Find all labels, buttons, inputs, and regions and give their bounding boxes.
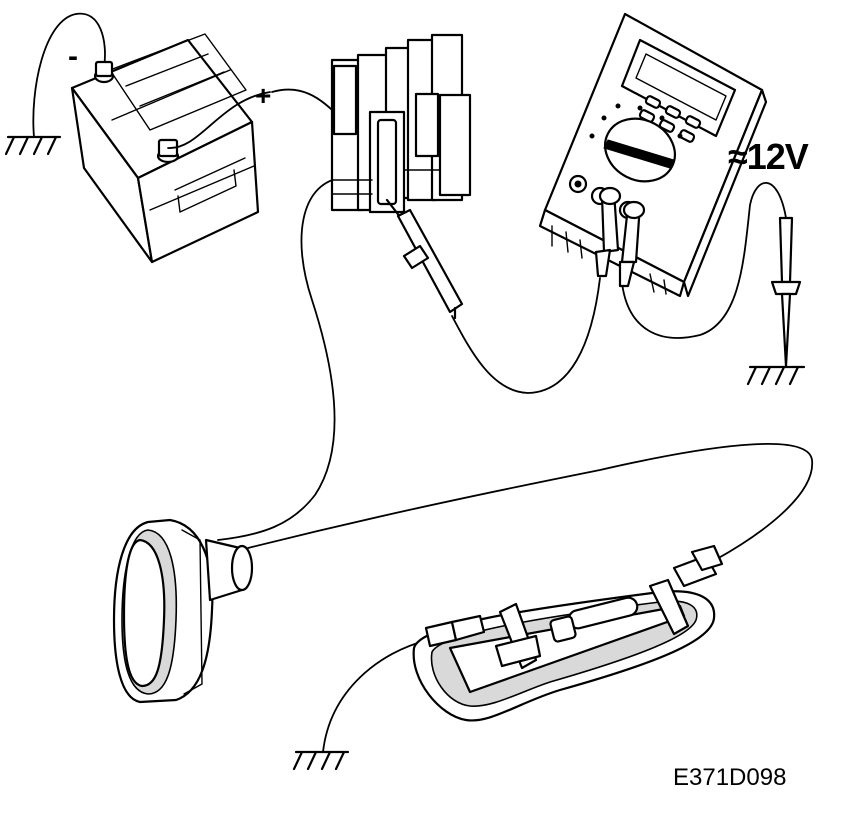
ground-icon-lamp [292, 750, 350, 771]
lamp-housing [412, 544, 724, 722]
wires [32, 12, 813, 753]
ground-icon-probe [746, 365, 806, 386]
test-probe [385, 198, 464, 320]
dial-scale-marks [589, 103, 683, 139]
rocker-switch [112, 518, 254, 704]
multimeter [538, 12, 768, 298]
voltage-reading-label: ≈12V [728, 136, 809, 177]
battery-positive-label: + [255, 80, 272, 111]
fuse-box [330, 33, 472, 214]
ground-probe [770, 216, 802, 368]
ground-icon-battery [4, 135, 62, 156]
battery-negative-label: - [68, 40, 78, 73]
figure-code-label: E371D098 [673, 764, 787, 791]
battery [70, 33, 271, 264]
